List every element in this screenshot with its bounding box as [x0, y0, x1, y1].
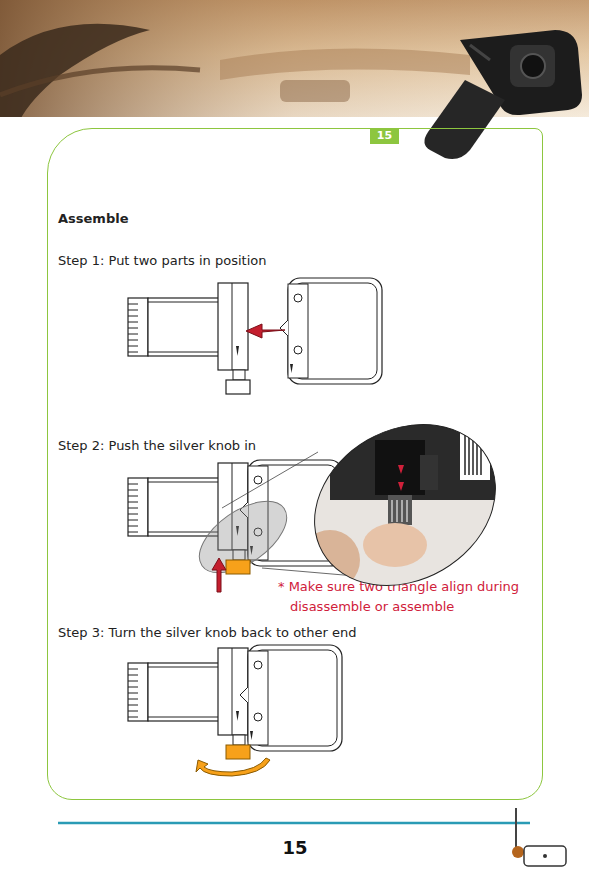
zoom-photo	[285, 393, 525, 618]
page-tab-number: 15	[370, 128, 399, 144]
camera-photo	[424, 30, 582, 159]
step2-parts	[128, 393, 525, 618]
content-panel: AssembleStep 1: Put two parts in positio…	[47, 128, 543, 800]
receiver-icon	[512, 808, 566, 866]
step-text: Step 3: Turn the silver knob back to oth…	[58, 623, 356, 643]
step3-parts	[128, 645, 342, 776]
warning-note: * Make sure two triangle align during di…	[278, 577, 545, 617]
footer-rule	[58, 823, 530, 824]
page-number: 15	[270, 836, 320, 860]
section-heading: Assemble	[58, 209, 128, 229]
page-tab: 15	[370, 128, 399, 144]
step-text: Step 1: Put two parts in position	[58, 251, 266, 271]
step-text: Step 2: Push the silver knob in	[58, 436, 256, 456]
step1-parts	[128, 278, 382, 394]
